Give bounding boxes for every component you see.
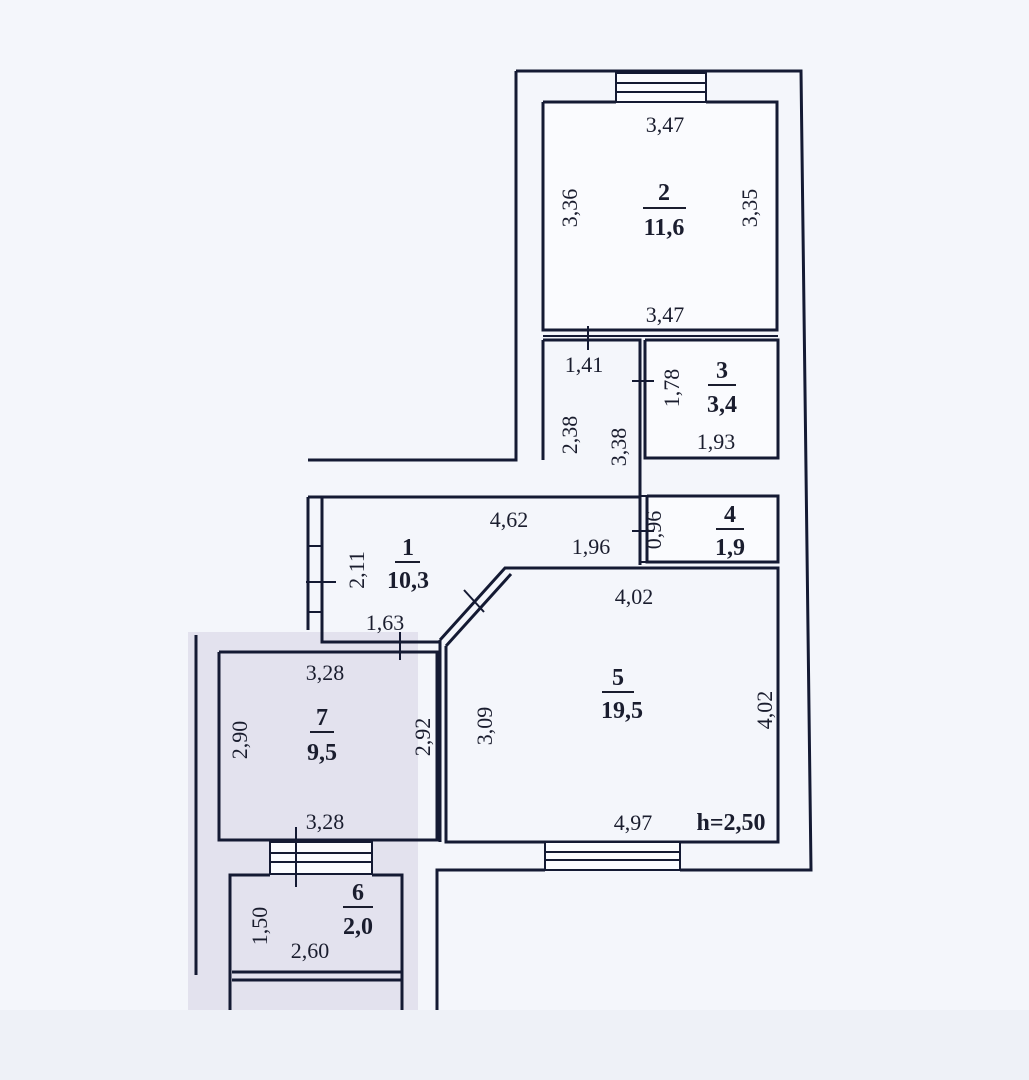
- dim-room-5-right: 4,02: [752, 691, 777, 730]
- room-3-area: [645, 340, 778, 458]
- ceiling-height-label: h=2,50: [696, 810, 765, 836]
- room-1-number: 1: [402, 535, 414, 561]
- dim-room-6-bottom: 2,60: [291, 938, 330, 963]
- window-room-5: [544, 841, 681, 871]
- room-5-walls: [438, 566, 780, 871]
- dim-room-5-bottom: 4,97: [614, 810, 653, 835]
- window-room-7: [269, 841, 373, 875]
- dim-room-3-left: 1,78: [659, 369, 684, 408]
- dim-room-5-top: 4,02: [615, 584, 654, 609]
- dim-corridor-top: 1,41: [565, 352, 604, 377]
- room-4-area-value: 1,9: [715, 535, 745, 561]
- dim-corridor-left: 2,38: [557, 416, 582, 455]
- dim-room-7-bottom: 3,28: [306, 809, 345, 834]
- room-7-number: 7: [316, 705, 328, 731]
- room-4-area: [647, 496, 778, 562]
- dim-room-2-right: 3,35: [737, 189, 762, 228]
- scan-tint-region: [188, 632, 418, 1010]
- dim-room-2-top: 3,47: [646, 112, 685, 137]
- room-2-area-value: 11,6: [644, 215, 685, 241]
- room-6-area-value: 2,0: [343, 914, 373, 940]
- room-2-walls: [541, 72, 779, 332]
- room-6-number: 6: [352, 880, 364, 906]
- outer-walls: [194, 69, 813, 1010]
- room-5-area-value: 19,5: [601, 698, 643, 724]
- room-3-area-value: 3,4: [707, 392, 737, 418]
- dim-room-2-left: 3,36: [557, 189, 582, 228]
- dim-room-3-bottom: 1,93: [697, 429, 736, 454]
- scan-bottom-edge: [0, 1010, 1029, 1080]
- room-3-number: 3: [716, 358, 728, 384]
- room-1-area-value: 10,3: [387, 568, 429, 594]
- dim-room-2-bottom: 3,47: [646, 302, 685, 327]
- room-2-area: [543, 102, 777, 330]
- room-7-area-value: 9,5: [307, 740, 337, 766]
- dim-room-4-left: 0,96: [641, 511, 666, 550]
- corridor-walls: [541, 326, 780, 565]
- dim-room-7-right: 2,92: [410, 718, 435, 757]
- dim-room-6-left: 1,50: [247, 907, 272, 946]
- dim-room-7-top: 3,28: [306, 660, 345, 685]
- room-6-walls: [232, 970, 402, 982]
- dim-corridor-bottom: 1,96: [572, 534, 611, 559]
- dim-room-1-top: 4,62: [490, 507, 529, 532]
- dim-room-5-left: 3,09: [472, 707, 497, 746]
- room-1-walls: [306, 495, 640, 660]
- door-mark-room-5: [463, 589, 485, 613]
- room-4-number: 4: [724, 502, 736, 528]
- room-7-walls: [217, 650, 439, 887]
- dim-room-1-bottom: 1,63: [366, 610, 405, 635]
- room-2-number: 2: [658, 180, 670, 206]
- dim-room-1-left: 2,11: [344, 551, 369, 589]
- dim-corridor-right: 3,38: [606, 428, 631, 467]
- dim-room-7-left: 2,90: [227, 721, 252, 760]
- window-room-2: [615, 72, 707, 103]
- room-5-number: 5: [612, 665, 624, 691]
